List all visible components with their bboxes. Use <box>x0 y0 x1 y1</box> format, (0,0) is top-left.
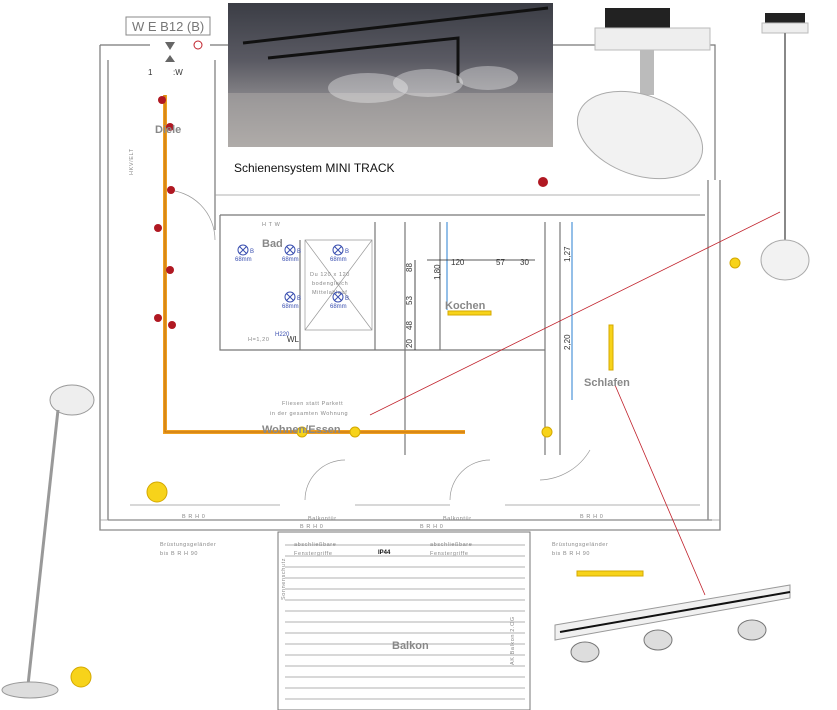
unit-label-box <box>125 16 211 36</box>
facade-window: Fenstergriffe <box>430 551 469 557</box>
facade-brh0: B R H 0 <box>182 514 205 520</box>
note-ak: AK Balkon 2.OG <box>510 616 516 665</box>
facade-railing: bis B R H 90 <box>160 551 198 557</box>
floor-lamp-illustration <box>1 384 95 699</box>
facade-brh0: B R H 0 <box>580 514 603 520</box>
pendant-spot-illustration <box>576 8 711 180</box>
dim-53: 53 <box>405 296 414 305</box>
svg-text:68mm: 68mm <box>330 257 347 263</box>
entrance-label: :W <box>173 68 183 77</box>
track-bar-lamp-illustration <box>554 584 791 663</box>
facade-railing: Brüstungsgeländer <box>552 542 608 548</box>
svg-text:B: B <box>297 296 301 302</box>
pendant-lamp-illustration <box>760 13 810 281</box>
room-diele: Diele <box>155 124 181 136</box>
room-bad: Bad <box>262 238 283 250</box>
facade-railing: Brüstungsgeländer <box>160 542 216 548</box>
balcony <box>277 531 531 710</box>
leader-lines <box>369 211 781 596</box>
dim-20: 20 <box>405 339 414 348</box>
dimension-lines <box>446 222 573 400</box>
dim-220: 2,20 <box>563 334 572 350</box>
note-ip44: IP44 <box>378 550 391 556</box>
svg-text:68mm: 68mm <box>282 257 299 263</box>
facade-brh0: B R H 0 <box>420 524 443 530</box>
svg-text:B: B <box>297 249 301 255</box>
facade-window: abschließbare <box>294 542 336 548</box>
note-wl: WL <box>287 335 300 344</box>
unit-label: W E B12 (B) <box>132 19 204 34</box>
note-htw: H T W <box>262 222 281 228</box>
facade-brh0: B R H 0 <box>300 524 323 530</box>
note-tiles: Fliesen statt Parkett <box>282 401 343 407</box>
dim-120: 120 <box>451 258 465 267</box>
dim-57: 57 <box>496 258 505 267</box>
doorbell-icon <box>193 40 203 50</box>
track-system-photo <box>228 3 553 147</box>
entrance-label: 1 <box>148 68 153 77</box>
bathroom-spots: B 68mm B 68mm B 68mm B 68mm B 68mm <box>235 244 349 310</box>
svg-text:B: B <box>250 249 254 255</box>
room-balkon: Balkon <box>392 640 429 652</box>
room-schlafen: Schlafen <box>584 377 630 389</box>
dim-48: 48 <box>405 321 414 330</box>
note-shower: Mittelablauf <box>312 290 347 296</box>
note-sonnenschutz: Sonnenschutz <box>281 558 287 600</box>
dim-180: 1,80 <box>433 264 442 280</box>
photo-caption: Schienensystem MINI TRACK <box>234 161 395 175</box>
walls <box>99 44 721 531</box>
svg-text:68mm: 68mm <box>282 304 299 310</box>
dim-88: 88 <box>405 263 414 272</box>
facade-balkontuer: Balkontür <box>308 516 337 522</box>
entrance-arrow-icon <box>165 42 175 62</box>
note-h120: H=1,20 <box>248 337 270 343</box>
room-kochen: Kochen <box>445 300 486 312</box>
svg-text:B: B <box>345 296 349 302</box>
track-photo-drawing <box>228 6 553 147</box>
facade-window: abschließbare <box>430 542 472 548</box>
svg-text:68mm: 68mm <box>235 257 252 263</box>
lamps <box>70 257 741 688</box>
dim-127: 1,27 <box>563 246 572 262</box>
note-hkv: HKV/ELT <box>129 148 135 175</box>
note-h220: H220 <box>275 332 290 338</box>
note-shower: Du 120 x 120 <box>310 272 350 278</box>
facade-railing: bis B R H 90 <box>552 551 590 557</box>
ceiling-outlets <box>154 96 548 329</box>
svg-text:68mm: 68mm <box>330 304 347 310</box>
svg-text:B: B <box>345 249 349 255</box>
note-shower: bodengleich <box>312 281 348 287</box>
room-wohnen-essen: Wohnen/Essen <box>262 424 341 436</box>
facade-balkontuer: Balkontür <box>443 516 472 522</box>
dim-30: 30 <box>520 258 529 267</box>
facade-window: Fenstergriffe <box>294 551 333 557</box>
note-tiles: in der gesamten Wohnung <box>270 411 348 417</box>
